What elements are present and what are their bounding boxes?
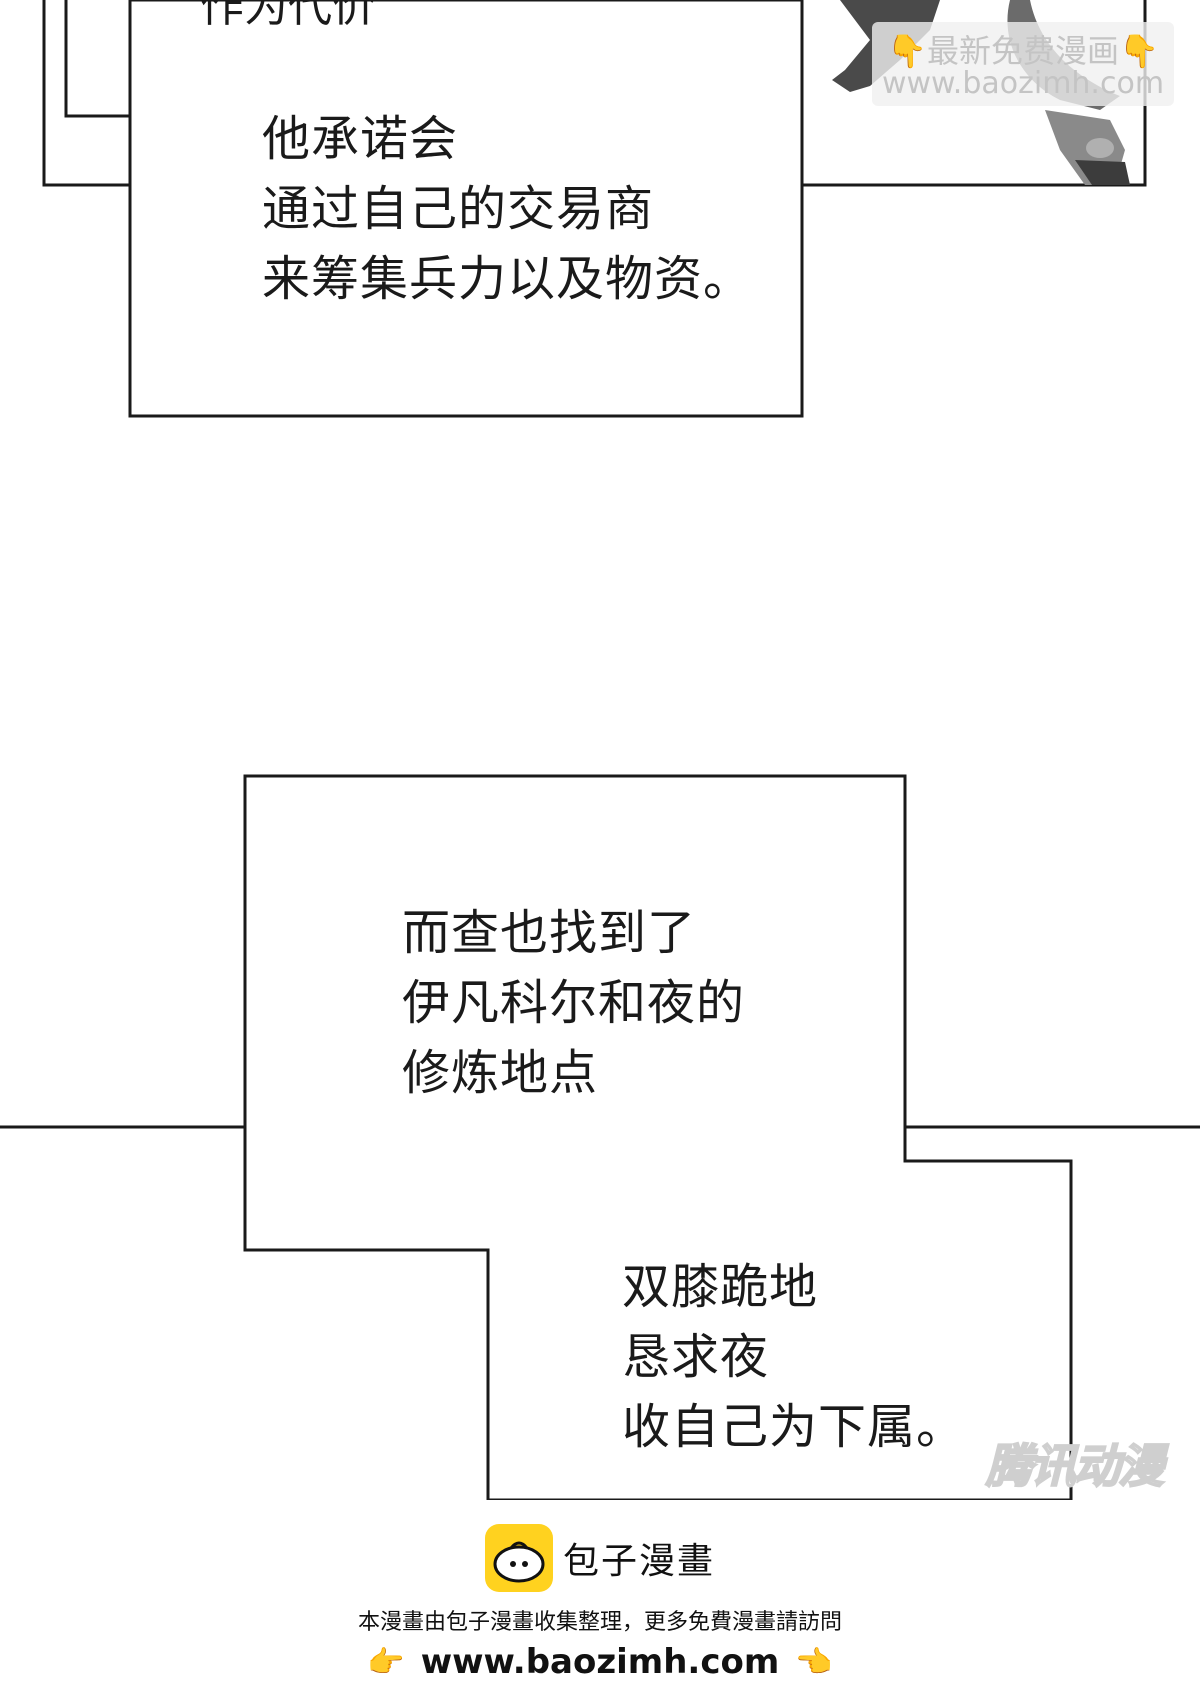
site-link[interactable]: www.baozimh.com bbox=[420, 1642, 780, 1682]
caption-line: 来筹集兵力以及物资。 bbox=[262, 251, 753, 307]
caption-line: 通过自己的交易商 bbox=[262, 181, 655, 237]
caption-line: 收自己为下属。 bbox=[622, 1399, 966, 1455]
caption-line: 修炼地点 bbox=[402, 1045, 599, 1101]
tencent-watermark: 腾讯动漫 bbox=[985, 1438, 1165, 1494]
hand-down-icon: 👇 bbox=[887, 32, 927, 70]
footer-notice: 本漫畫由包子漫畫收集整理，更多免費漫畫請訪問 bbox=[357, 1610, 842, 1635]
caption-text-2: 而查也找到了 伊凡科尔和夜的 修炼地点 bbox=[402, 898, 745, 1108]
caption-line: 伊凡科尔和夜的 bbox=[402, 975, 746, 1031]
app-name: 包子漫畫 bbox=[562, 1541, 715, 1582]
caption-text-1: 他承诺会 通过自己的交易商 来筹集兵力以及物资。 bbox=[262, 104, 752, 314]
caption-cut-top: 作为代价 bbox=[200, 0, 376, 32]
caption-box-1 bbox=[128, 0, 804, 418]
caption-line: 双膝跪地 bbox=[622, 1259, 819, 1315]
watermark-url: www.baozimh.com bbox=[881, 66, 1165, 101]
pointing-left-icon: 👈 bbox=[795, 1644, 833, 1680]
bun-logo-icon bbox=[484, 1524, 553, 1592]
caption-line: 恳求夜 bbox=[622, 1329, 770, 1385]
hand-down-icon: 👇 bbox=[1119, 32, 1159, 70]
watermark-badge: 👇最新免费漫画👇 www.baozimh.com bbox=[872, 22, 1174, 106]
footer: 包子漫畫 本漫畫由包子漫畫收集整理，更多免費漫畫請訪問 👉 www.baozim… bbox=[0, 1500, 1200, 1699]
footer-url-row: 👉 www.baozimh.com 👈 bbox=[0, 1638, 1200, 1686]
caption-text-3: 双膝跪地 恳求夜 收自己为下属。 bbox=[622, 1252, 965, 1462]
caption-line: 而查也找到了 bbox=[402, 905, 697, 961]
caption-line: 他承诺会 bbox=[262, 111, 459, 167]
footer-brand: 包子漫畫 bbox=[0, 1522, 1200, 1594]
watermark-line1: 👇最新免费漫画👇 bbox=[872, 26, 1174, 72]
watermark-text: 最新免费漫画 bbox=[926, 32, 1119, 70]
panel-border-top-inner bbox=[64, 0, 130, 118]
pointing-right-icon: 👉 bbox=[367, 1644, 405, 1680]
panel-border-top-left bbox=[42, 0, 130, 187]
